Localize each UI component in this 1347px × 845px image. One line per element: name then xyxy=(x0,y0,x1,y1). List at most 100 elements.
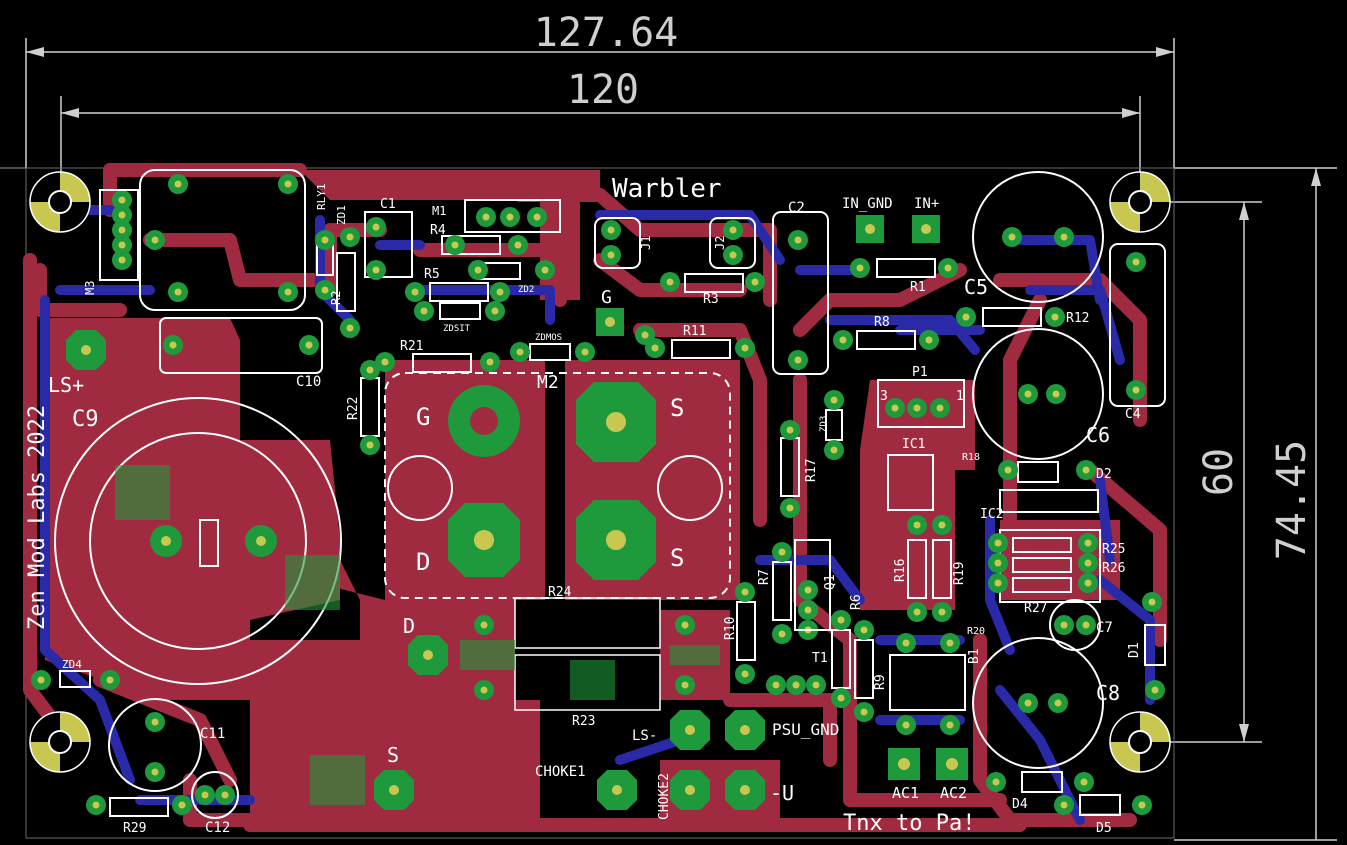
drill-hole xyxy=(902,721,910,729)
drill-hole xyxy=(804,606,812,614)
drill-hole xyxy=(938,521,946,529)
drill-hole xyxy=(366,441,374,449)
p1-pin3-label: 3 xyxy=(880,389,888,404)
drill-hole xyxy=(804,586,812,594)
drill-hole xyxy=(118,196,126,204)
drill-hole xyxy=(1024,390,1032,398)
drill-hole xyxy=(1082,466,1090,474)
drill-hole xyxy=(346,324,354,332)
drill-hole xyxy=(1060,233,1068,241)
drill-hole xyxy=(321,286,329,294)
drill-hole xyxy=(794,356,802,364)
dim-right-inner: 60 xyxy=(1196,448,1242,496)
drill-hole xyxy=(321,236,329,244)
r3-label: R3 xyxy=(703,292,719,307)
drill-hole xyxy=(169,341,177,349)
terminal-pads xyxy=(66,215,968,810)
ls-minus-label: LS- xyxy=(632,728,657,744)
drill-hole xyxy=(741,588,749,596)
drill-hole xyxy=(221,791,229,799)
r21-label: R21 xyxy=(400,339,423,354)
c9-label: C9 xyxy=(72,407,99,432)
thanks-text: Tnx to Pa! xyxy=(843,811,975,836)
drill-hole xyxy=(486,358,494,366)
r6-label: R6 xyxy=(849,594,864,610)
r4-label: R4 xyxy=(430,223,446,238)
mosfet-g-label: G xyxy=(416,403,430,431)
b1-label: B1 xyxy=(967,648,982,664)
choke2-label: CHOKE2 xyxy=(657,773,672,820)
drill-hole xyxy=(1084,539,1092,547)
drill-hole xyxy=(474,266,482,274)
drill-hole xyxy=(496,288,504,296)
drill-hole xyxy=(681,681,689,689)
capacitor-outlines xyxy=(108,169,1166,819)
p1-label: P1 xyxy=(912,365,928,380)
r9-label: R9 xyxy=(873,674,888,690)
c11-label: C11 xyxy=(200,726,225,742)
r18-label: R18 xyxy=(962,452,980,463)
drill-hole xyxy=(729,251,737,259)
drill-hole xyxy=(946,639,954,647)
drill-hole xyxy=(118,256,126,264)
d2-label: D2 xyxy=(1096,467,1112,482)
lower-s-label: S xyxy=(387,743,399,767)
r17-label: R17 xyxy=(804,459,819,482)
drill-hole xyxy=(37,676,45,684)
j2-label: J2 xyxy=(713,236,727,250)
drill-hole xyxy=(366,366,374,374)
drill-hole xyxy=(106,676,114,684)
drill-hole xyxy=(581,348,589,356)
in-plus-label: IN+ xyxy=(914,196,939,212)
r23-label: R23 xyxy=(572,714,595,729)
drill-hole xyxy=(794,236,802,244)
in-gnd-label: IN_GND xyxy=(842,196,893,212)
drill-hole xyxy=(839,336,847,344)
d1-label: D1 xyxy=(1127,642,1142,658)
drill-hole xyxy=(641,331,649,339)
m1-label: M1 xyxy=(432,204,446,218)
mounting-hole-tr xyxy=(1109,171,1171,233)
drill-hole xyxy=(837,694,845,702)
minus-u-label: -U xyxy=(770,781,794,805)
drill-hole xyxy=(856,264,864,272)
m2-mosfet xyxy=(384,372,731,599)
drill-hole xyxy=(1024,699,1032,707)
psu-gnd-label: PSU_GND xyxy=(772,720,839,739)
drill-hole xyxy=(305,341,313,349)
drill-hole xyxy=(411,288,419,296)
drill-hole xyxy=(1060,801,1068,809)
drill-hole xyxy=(1132,386,1140,394)
ac1-label: AC1 xyxy=(892,784,919,802)
d4-label: D4 xyxy=(1012,797,1028,812)
r5-label: R5 xyxy=(424,267,440,282)
zd3-label: ZD3 xyxy=(819,416,829,432)
drill-hole xyxy=(1008,233,1016,241)
drill-hole xyxy=(346,233,354,241)
r23-r24-resistors xyxy=(514,597,661,711)
rly1-label: RLY1 xyxy=(315,184,328,211)
drill-hole xyxy=(533,213,541,221)
drill-hole xyxy=(607,226,615,234)
drill-hole xyxy=(118,241,126,249)
choke1-label: CHOKE1 xyxy=(535,764,586,780)
drill-hole xyxy=(778,630,786,638)
drill-hole xyxy=(491,307,499,315)
drill-hole xyxy=(201,791,209,799)
r11-label: R11 xyxy=(683,324,706,339)
drill-hole xyxy=(786,504,794,512)
drill-hole xyxy=(741,344,749,352)
drill-hole xyxy=(178,801,186,809)
drill-hole xyxy=(1052,390,1060,398)
zdsit-label: ZDSIT xyxy=(443,324,471,334)
ls-plus-label: LS+ xyxy=(48,373,84,397)
r19-label: R19 xyxy=(952,562,967,585)
drill-hole xyxy=(837,616,845,624)
drill-hole xyxy=(994,579,1002,587)
drill-hole xyxy=(480,686,488,694)
c2-label: C2 xyxy=(788,200,805,216)
drill-hole xyxy=(936,404,944,412)
mounting-hole-bl xyxy=(29,711,91,773)
q1-label: Q1 xyxy=(823,574,838,590)
drill-hole xyxy=(913,608,921,616)
